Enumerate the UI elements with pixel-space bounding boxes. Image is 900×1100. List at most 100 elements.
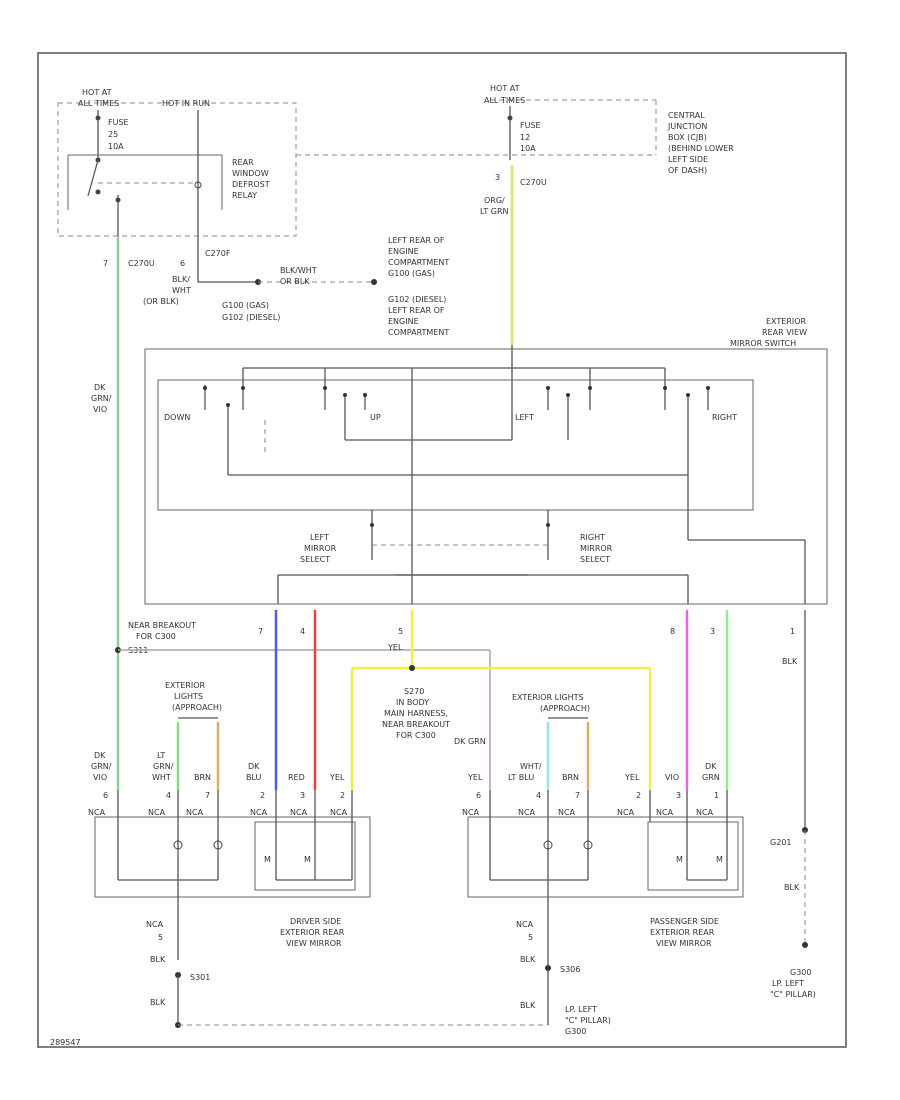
svg-text:NCA: NCA bbox=[250, 808, 268, 817]
svg-text:1: 1 bbox=[714, 791, 719, 800]
right-mirror-label-1: RIGHT bbox=[580, 533, 605, 542]
svg-text:NCA: NCA bbox=[330, 808, 348, 817]
svg-text:BRN: BRN bbox=[562, 773, 579, 782]
s270-label-1: S270 bbox=[404, 687, 424, 696]
svg-text:3: 3 bbox=[300, 791, 305, 800]
ground-g100-icon bbox=[371, 279, 377, 285]
top-left-fuse-relay: HOT AT ALL TIMES HOT IN RUN FUSE 25 10A … bbox=[57, 88, 449, 337]
footer-code: 289547 bbox=[50, 1038, 81, 1047]
svg-text:4: 4 bbox=[166, 791, 171, 800]
ground-loc-8: COMPARTMENT bbox=[388, 328, 449, 337]
relay-label-4: RELAY bbox=[232, 191, 257, 200]
g102-label: G102 (DIESEL) bbox=[222, 313, 280, 322]
switch-left-label: LEFT bbox=[515, 413, 534, 422]
right-pin-1: 1 bbox=[790, 627, 795, 636]
mid-pin-5: 5 bbox=[398, 627, 403, 636]
fuse-number: 25 bbox=[108, 130, 118, 139]
cjb-wire-org: ORG/ bbox=[484, 196, 505, 205]
pass-motor-1-icon: M bbox=[676, 855, 683, 864]
left-select-contact-icon bbox=[370, 523, 374, 527]
svg-text:VIO: VIO bbox=[93, 773, 107, 782]
svg-text:NCA: NCA bbox=[617, 808, 635, 817]
svg-text:NCA: NCA bbox=[148, 808, 166, 817]
left-wire-dk: DK bbox=[94, 383, 106, 392]
svg-text:YEL: YEL bbox=[329, 773, 345, 782]
pass-label-2: EXTERIOR REAR bbox=[650, 928, 715, 937]
g300-right-3: "C" PILLAR) bbox=[770, 990, 816, 999]
ground-wire-blk-2: WHT bbox=[172, 286, 191, 295]
svg-text:GRN: GRN bbox=[702, 773, 720, 782]
fuse-12-icon bbox=[507, 115, 513, 121]
ground-loc-2: ENGINE bbox=[388, 247, 419, 256]
svg-text:5: 5 bbox=[158, 933, 163, 942]
passenger-mirror-box bbox=[467, 816, 744, 898]
driver-label-2: EXTERIOR REAR bbox=[280, 928, 345, 937]
left-feed-wire: DK GRN/ VIO NEAR BREAKOUT FOR C300 S311 bbox=[91, 236, 491, 790]
pass-motor-2-icon: M bbox=[716, 855, 723, 864]
g201-label: G201 bbox=[770, 838, 791, 847]
pass-ext-2: (APPROACH) bbox=[540, 704, 590, 713]
driver-mirror: EXTERIOR LIGHTS (APPROACH) DK GRN/ VIO L… bbox=[88, 681, 548, 1028]
fuse-12-label: FUSE bbox=[520, 121, 541, 130]
relay-label-1: REAR bbox=[232, 158, 254, 167]
svg-text:NCA: NCA bbox=[186, 808, 204, 817]
splice-s270-icon bbox=[409, 665, 415, 671]
svg-text:BLK: BLK bbox=[784, 883, 800, 892]
svg-text:6: 6 bbox=[476, 791, 481, 800]
svg-text:BLK: BLK bbox=[520, 1001, 536, 1010]
g201-ground-icon bbox=[802, 942, 808, 948]
right-blk-label: BLK bbox=[782, 657, 798, 666]
pass-label-1: PASSENGER SIDE bbox=[650, 917, 719, 926]
cjb-label-2: JUNCTION bbox=[667, 122, 707, 131]
ground-loc-7: ENGINE bbox=[388, 317, 419, 326]
s301-label: S301 bbox=[190, 973, 210, 982]
c270f-label: C270F bbox=[205, 249, 231, 258]
svg-text:NCA: NCA bbox=[558, 808, 576, 817]
svg-text:LT BLU: LT BLU bbox=[508, 773, 534, 782]
fuse-icon bbox=[95, 115, 101, 121]
ground-loc-3: COMPARTMENT bbox=[388, 258, 449, 267]
svg-text:VIO: VIO bbox=[665, 773, 679, 782]
driver-mirror-box bbox=[94, 816, 371, 898]
hot-in-run-label: HOT IN RUN bbox=[162, 99, 210, 108]
g300-right-2: LP. LEFT bbox=[772, 979, 804, 988]
c270u-left-label: C270U bbox=[128, 259, 155, 268]
mid-dk-grn: DK GRN bbox=[454, 737, 486, 746]
left-mirror-label-2: MIRROR bbox=[304, 544, 337, 553]
g300-center-2: "C" PILLAR) bbox=[565, 1016, 611, 1025]
top-right-cjb: HOT AT ALL TIMES FUSE 12 10A CENTRAL JUN… bbox=[296, 84, 734, 345]
right-select-contact-icon bbox=[546, 523, 550, 527]
pass-lamp-icon bbox=[543, 840, 553, 850]
s270-label-4: NEAR BREAKOUT bbox=[382, 720, 450, 729]
svg-text:NCA: NCA bbox=[88, 808, 106, 817]
splice-s306-icon bbox=[545, 965, 551, 971]
cjb-hot-at: HOT AT bbox=[490, 84, 520, 93]
driver-ext-2: LIGHTS bbox=[174, 692, 203, 701]
near-breakout-1: NEAR BREAKOUT bbox=[128, 621, 196, 630]
svg-text:GRN/: GRN/ bbox=[91, 762, 112, 771]
diagram-frame bbox=[37, 52, 847, 1048]
relay-label-2: WINDOW bbox=[232, 169, 269, 178]
ground-wire-blk-3: (OR BLK) bbox=[143, 297, 179, 306]
ground-loc-1: LEFT REAR OF bbox=[388, 236, 445, 245]
cjb-hot-state: ALL TIMES bbox=[484, 96, 525, 105]
fuse-amp: 10A bbox=[108, 142, 124, 151]
svg-text:3: 3 bbox=[676, 791, 681, 800]
svg-text:NCA: NCA bbox=[290, 808, 308, 817]
ground-loc-4: G100 (GAS) bbox=[388, 269, 435, 278]
svg-text:NCA: NCA bbox=[146, 920, 164, 929]
svg-text:NCA: NCA bbox=[516, 920, 534, 929]
svg-text:7: 7 bbox=[575, 791, 580, 800]
g300-center-3: G300 bbox=[565, 1027, 586, 1036]
cjb-label-4: (BEHIND LOWER bbox=[668, 144, 734, 153]
ground-loc-6: LEFT REAR OF bbox=[388, 306, 445, 315]
driver-motor-1-icon: M bbox=[264, 855, 271, 864]
svg-text:WHT: WHT bbox=[152, 773, 171, 782]
svg-text:DK: DK bbox=[248, 762, 260, 771]
ground-loc-5: G102 (DIESEL) bbox=[388, 295, 446, 304]
switch-title-3: MIRROR SWITCH bbox=[730, 339, 796, 348]
s306-label: S306 bbox=[560, 965, 580, 974]
svg-text:2: 2 bbox=[340, 791, 345, 800]
cjb-wire-ltgrn: LT GRN bbox=[480, 207, 509, 216]
